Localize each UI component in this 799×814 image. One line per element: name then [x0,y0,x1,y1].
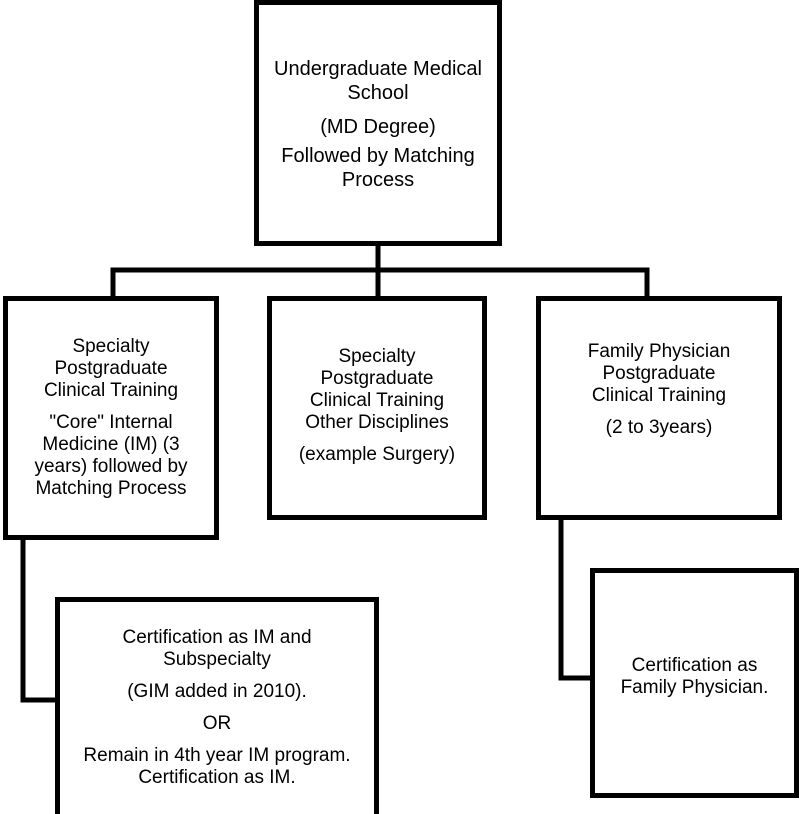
specialty-internal-medicine-box: Specialty Postgraduate Clinical Training… [3,296,219,540]
box-text: Remain in 4th year IM program. Certifica… [83,745,351,788]
connector-right-to-certification [558,517,593,681]
box-text: (example Surgery) [298,444,456,465]
box-text: "Core" Internal Medicine (IM) (3 years) … [34,412,188,499]
box-text: Followed by Matching Process [281,145,475,191]
box-text: Family Physician Postgraduate Clinical T… [587,341,731,406]
box-text: Specialty Postgraduate Clinical Training… [305,346,449,433]
box-text: Certification as Family Physician. [620,655,769,698]
box-text: OR [202,713,232,734]
connector-left-to-certification [20,537,58,703]
box-text: Specialty Postgraduate Clinical Training [43,336,179,401]
certification-im-box: Certification as IM and Subspecialty (GI… [55,597,379,814]
box-text: Undergraduate Medical School [274,58,482,104]
box-text: (MD Degree) [320,116,436,138]
family-physician-training-box: Family Physician Postgraduate Clinical T… [536,296,782,520]
undergraduate-medical-school-box: Undergraduate Medical School (MD Degree)… [254,0,502,246]
box-text: (2 to 3years) [605,417,713,438]
certification-family-physician-box: Certification as Family Physician. [590,568,799,798]
box-text: Certification as IM and Subspecialty [122,627,312,670]
specialty-other-disciplines-box: Specialty Postgraduate Clinical Training… [267,296,487,520]
box-text: (GIM added in 2010). [127,681,307,702]
